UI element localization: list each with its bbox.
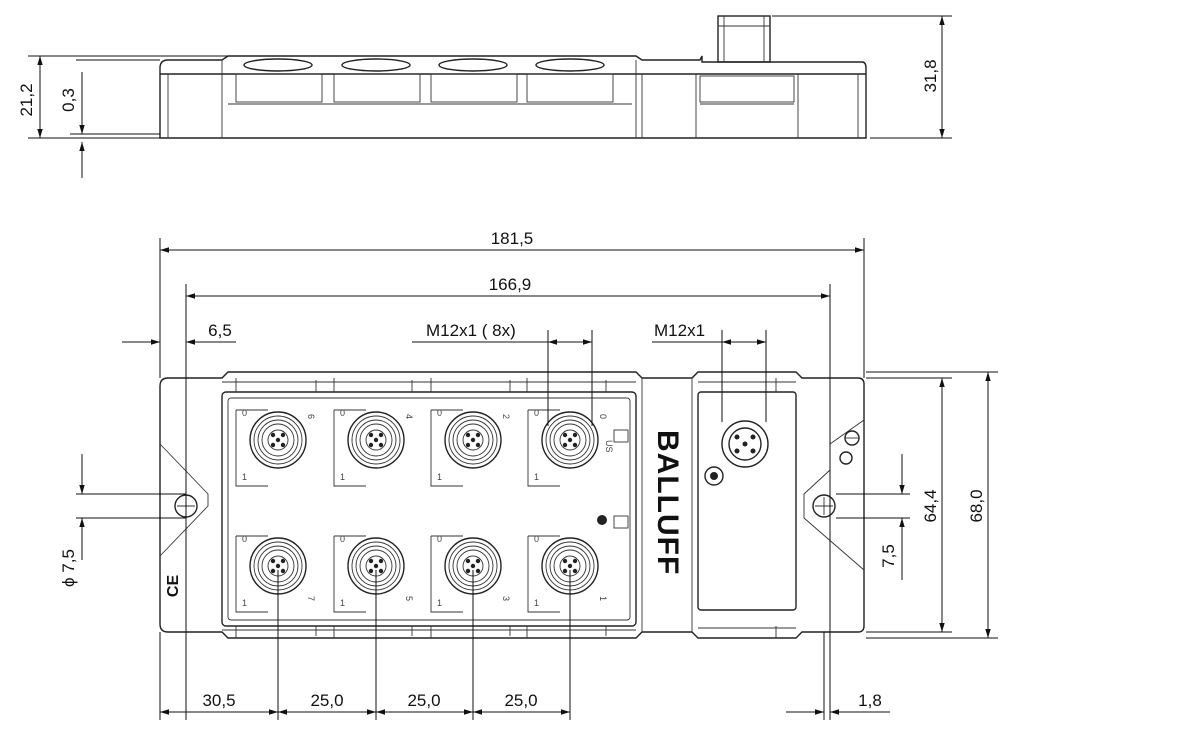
dim-pitch-3: 25,0 xyxy=(504,691,537,710)
dim-hole-spacing-166-9: 166,9 xyxy=(489,275,532,294)
dim-height-0-3: 0,3 xyxy=(59,88,78,112)
slot-label: 0 xyxy=(340,408,345,418)
m12-port: 0 1 1 xyxy=(527,534,608,613)
slot-label: 1 xyxy=(437,472,442,482)
m12-bus-connector xyxy=(704,420,769,486)
slot-label: 1 xyxy=(437,598,442,608)
ce-mark: CE xyxy=(165,575,182,598)
dim-height-31-8: 31,8 xyxy=(921,59,940,92)
mount-hole-right xyxy=(812,494,836,518)
m12-port: 0 1 2 xyxy=(430,408,511,487)
m12-port: 0 1 3 xyxy=(430,534,511,613)
slot-label: 1 xyxy=(340,472,345,482)
top-dimensions: 181,5 166,9 6,5 M12x1 ( 8x) M12x1 ϕ 7,5 xyxy=(59,229,998,720)
dim-pitch-1: 25,0 xyxy=(310,691,343,710)
dim-flange-1-8: 1,8 xyxy=(858,691,882,710)
side-view xyxy=(159,15,867,139)
port-number-label: 7 xyxy=(306,596,316,601)
m12-port: 0 1 5 xyxy=(333,534,414,613)
edge-ticks xyxy=(235,378,777,638)
dim-width-68-0: 68,0 xyxy=(967,489,986,522)
ground-ring xyxy=(839,451,853,465)
dim-m12-single: M12x1 xyxy=(654,321,705,340)
slot-label: 1 xyxy=(534,472,539,482)
slot-label: 1 xyxy=(242,472,247,482)
slot-label: 0 xyxy=(534,408,539,418)
side-m12-connector xyxy=(717,15,771,63)
slot-label: 0 xyxy=(437,534,442,544)
dim-first-pitch: 30,5 xyxy=(202,691,235,710)
slot-label: 0 xyxy=(340,534,345,544)
dim-width-64-4: 64,4 xyxy=(921,489,940,522)
slot-label: 0 xyxy=(534,534,539,544)
top-view: 0 1 6 0 1 4 0 1 2 0 1 0 0 1 7 0 1 5 0 1 3 0 1 1 US BALLUFF CE xyxy=(159,371,865,639)
dim-hole-diameter: ϕ 7,5 xyxy=(59,549,78,587)
port-number-label: 0 xyxy=(598,414,608,419)
dim-m12-8x: M12x1 ( 8x) xyxy=(426,321,516,340)
dim-height-21-2: 21,2 xyxy=(17,83,36,116)
m12-port: 0 1 0 xyxy=(527,408,608,487)
port-number-label: 1 xyxy=(598,596,608,601)
dim-hole-offset-7-5: 7,5 xyxy=(879,544,898,568)
slot-label: 1 xyxy=(242,598,247,608)
side-dimensions: 21,2 0,3 31,8 xyxy=(17,15,952,178)
status-leds: US xyxy=(597,429,629,529)
us-label: US xyxy=(604,440,614,453)
port-number-label: 3 xyxy=(501,596,511,601)
port-number-label: 2 xyxy=(501,414,511,419)
brand-logo: BALLUFF xyxy=(651,430,684,575)
side-port-collars xyxy=(235,58,795,103)
slot-label: 0 xyxy=(242,534,247,544)
port-number-label: 4 xyxy=(404,414,414,419)
m12-port: 0 1 4 xyxy=(333,408,414,487)
m12-port-grid: 0 1 6 0 1 4 0 1 2 0 1 0 0 1 7 0 1 5 0 1 3 0 1 1 xyxy=(235,408,608,613)
m12-port: 0 1 6 xyxy=(235,408,316,487)
slot-label: 1 xyxy=(534,598,539,608)
port-number-label: 6 xyxy=(306,414,316,419)
dim-edge-hole-6-5: 6,5 xyxy=(208,321,232,340)
slot-label: 1 xyxy=(340,598,345,608)
port-number-label: 5 xyxy=(404,596,414,601)
slot-label: 0 xyxy=(437,408,442,418)
dim-length-181-5: 181,5 xyxy=(491,229,534,248)
m12-port: 0 1 7 xyxy=(235,534,316,613)
slot-label: 0 xyxy=(242,408,247,418)
dim-pitch-2: 25,0 xyxy=(407,691,440,710)
